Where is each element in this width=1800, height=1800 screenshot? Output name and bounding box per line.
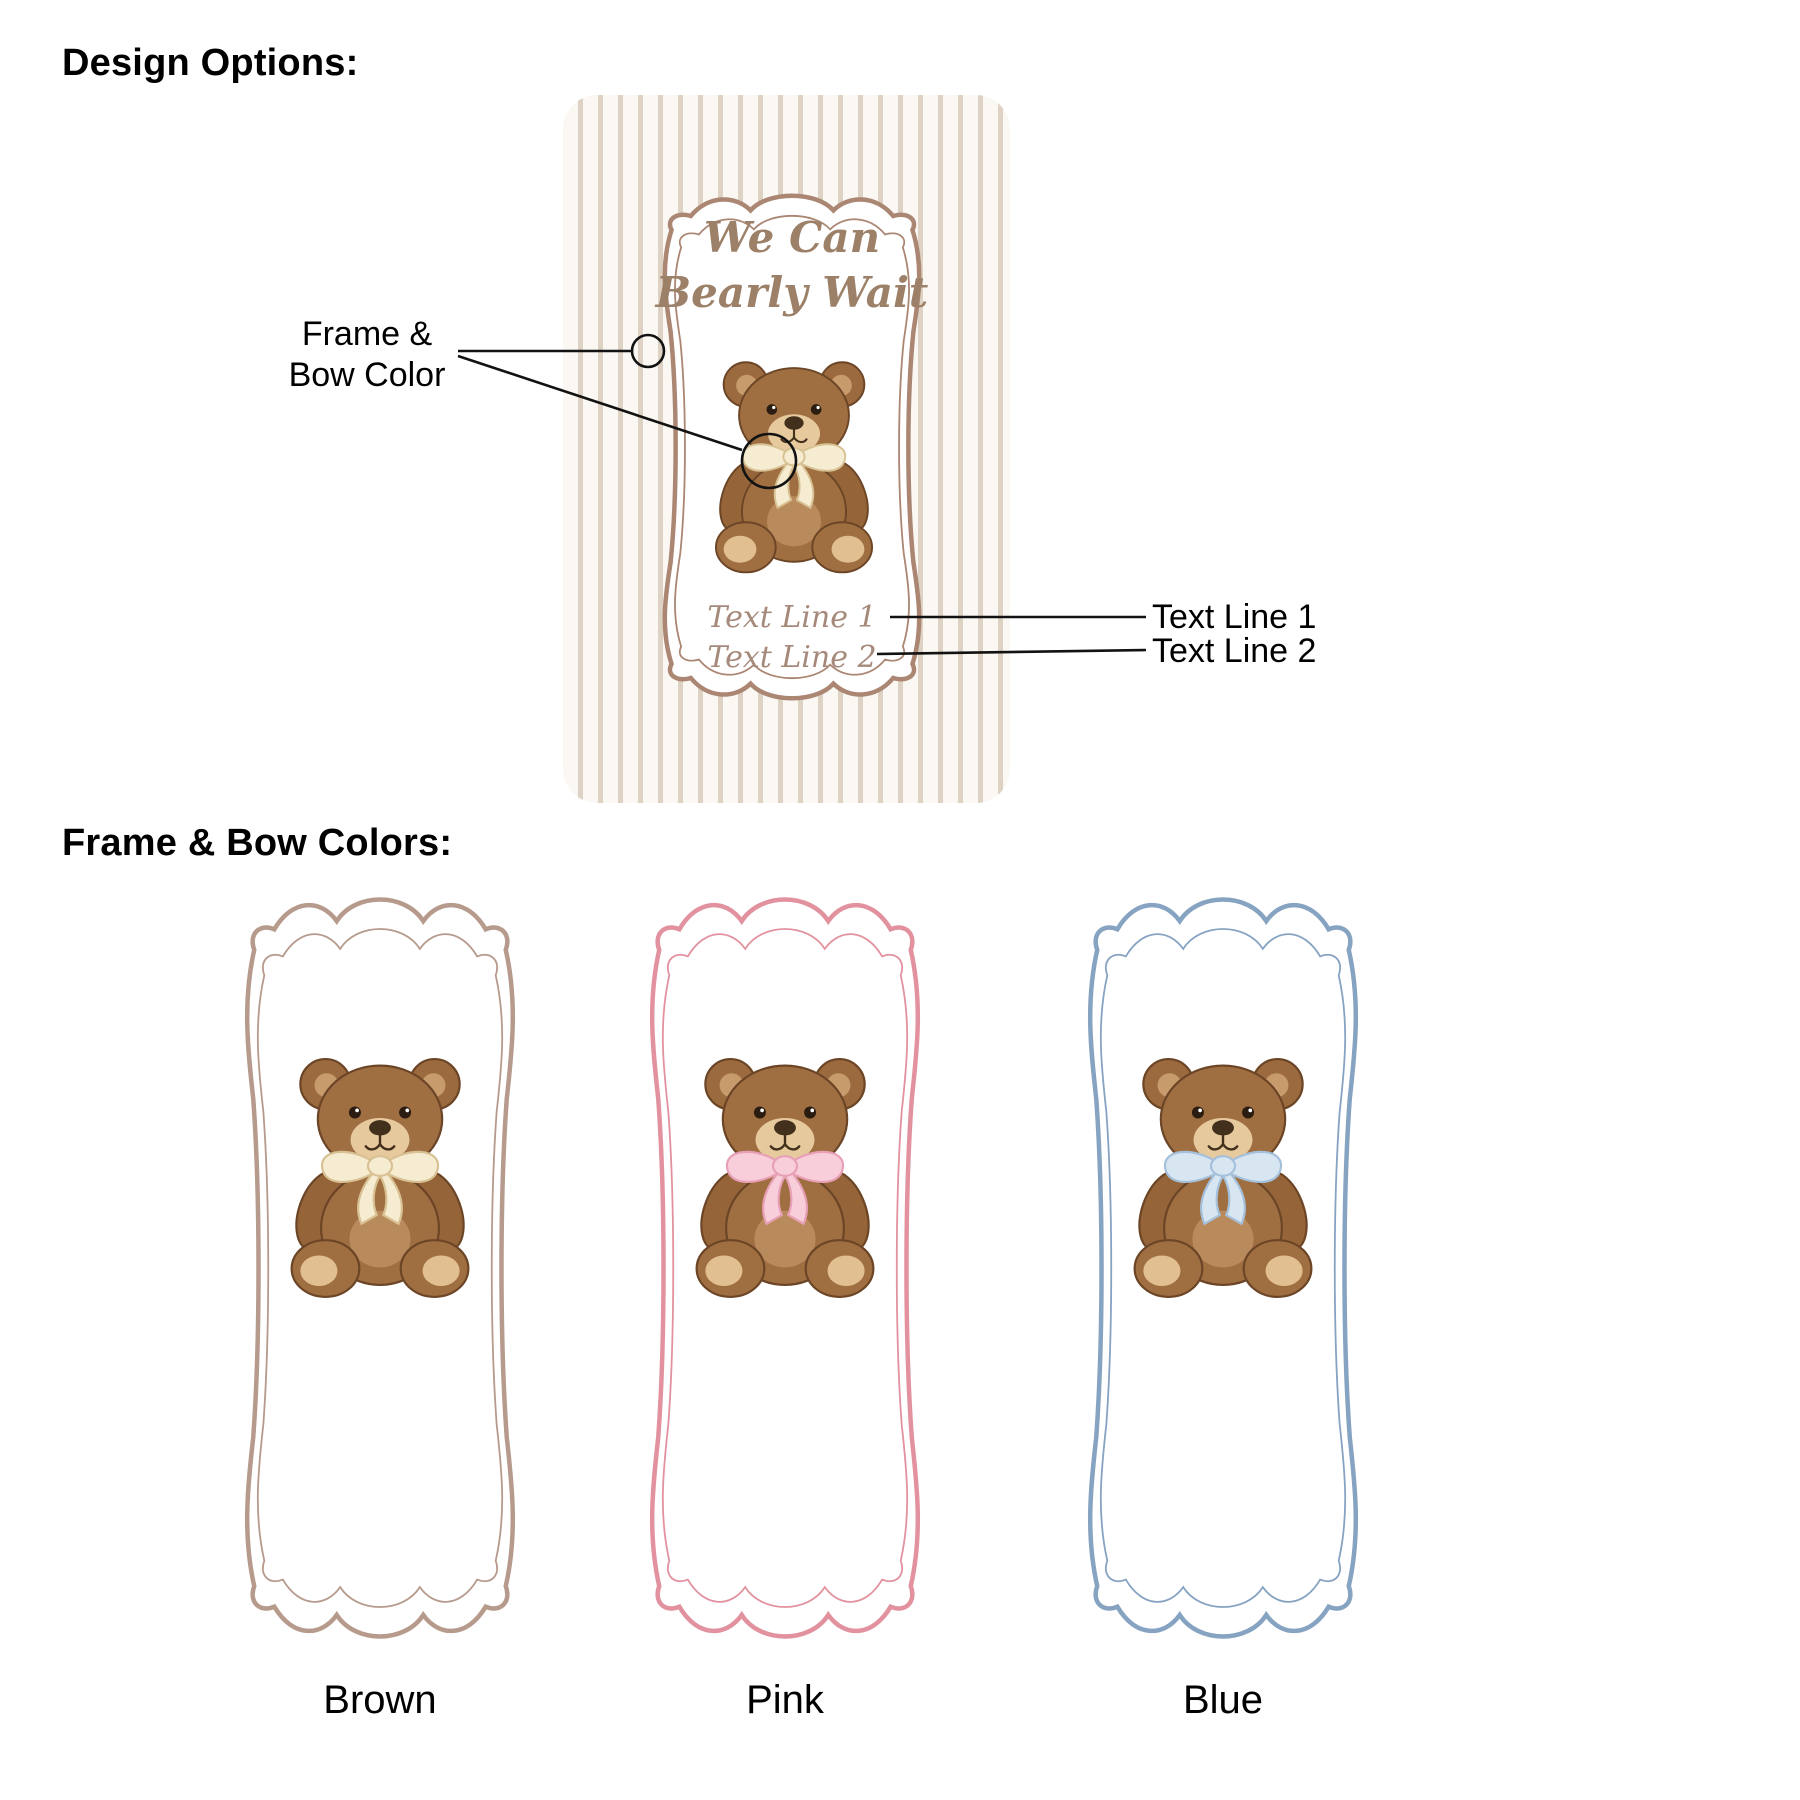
swatch-label: Brown	[323, 1678, 437, 1722]
swatch-label: Pink	[746, 1678, 824, 1722]
card-title-line2: Bearly Wait	[655, 267, 929, 317]
swatch-pink: Pink	[619, 878, 951, 1743]
teddy-bear-illustration-brown-bow	[260, 1036, 500, 1308]
frame-bow-callout-line2: Bow Color	[288, 356, 446, 395]
text-line-2-callout: Text Line 2	[1152, 632, 1317, 670]
preview-card: We Can Bearly Wait Text Line 1 Text Line…	[563, 95, 1010, 803]
card-title: We Can Bearly Wait	[633, 211, 951, 320]
swatch-label: Blue	[1182, 1678, 1264, 1722]
card-title-line1: We Can	[703, 213, 881, 262]
text-line-1-callout: Text Line 1	[1152, 598, 1317, 636]
teddy-bear-illustration-pink-bow	[665, 1036, 905, 1308]
swatch-blue: Blue	[1057, 878, 1389, 1743]
frame-bow-colors-heading: Frame & Bow Colors:	[62, 822, 453, 864]
swatch-brown: Brown	[214, 878, 546, 1743]
teddy-bear-illustration	[688, 341, 900, 583]
teddy-bear-illustration-blue-bow	[1103, 1036, 1343, 1308]
frame-bow-color-callout: Frame & Bow Color	[262, 314, 472, 397]
card-text-line-1: Text Line 1	[707, 600, 877, 635]
card-text-line-2: Text Line 2	[707, 640, 877, 675]
frame-bow-callout-line1: Frame &	[301, 315, 433, 353]
design-options-heading: Design Options:	[62, 42, 359, 84]
